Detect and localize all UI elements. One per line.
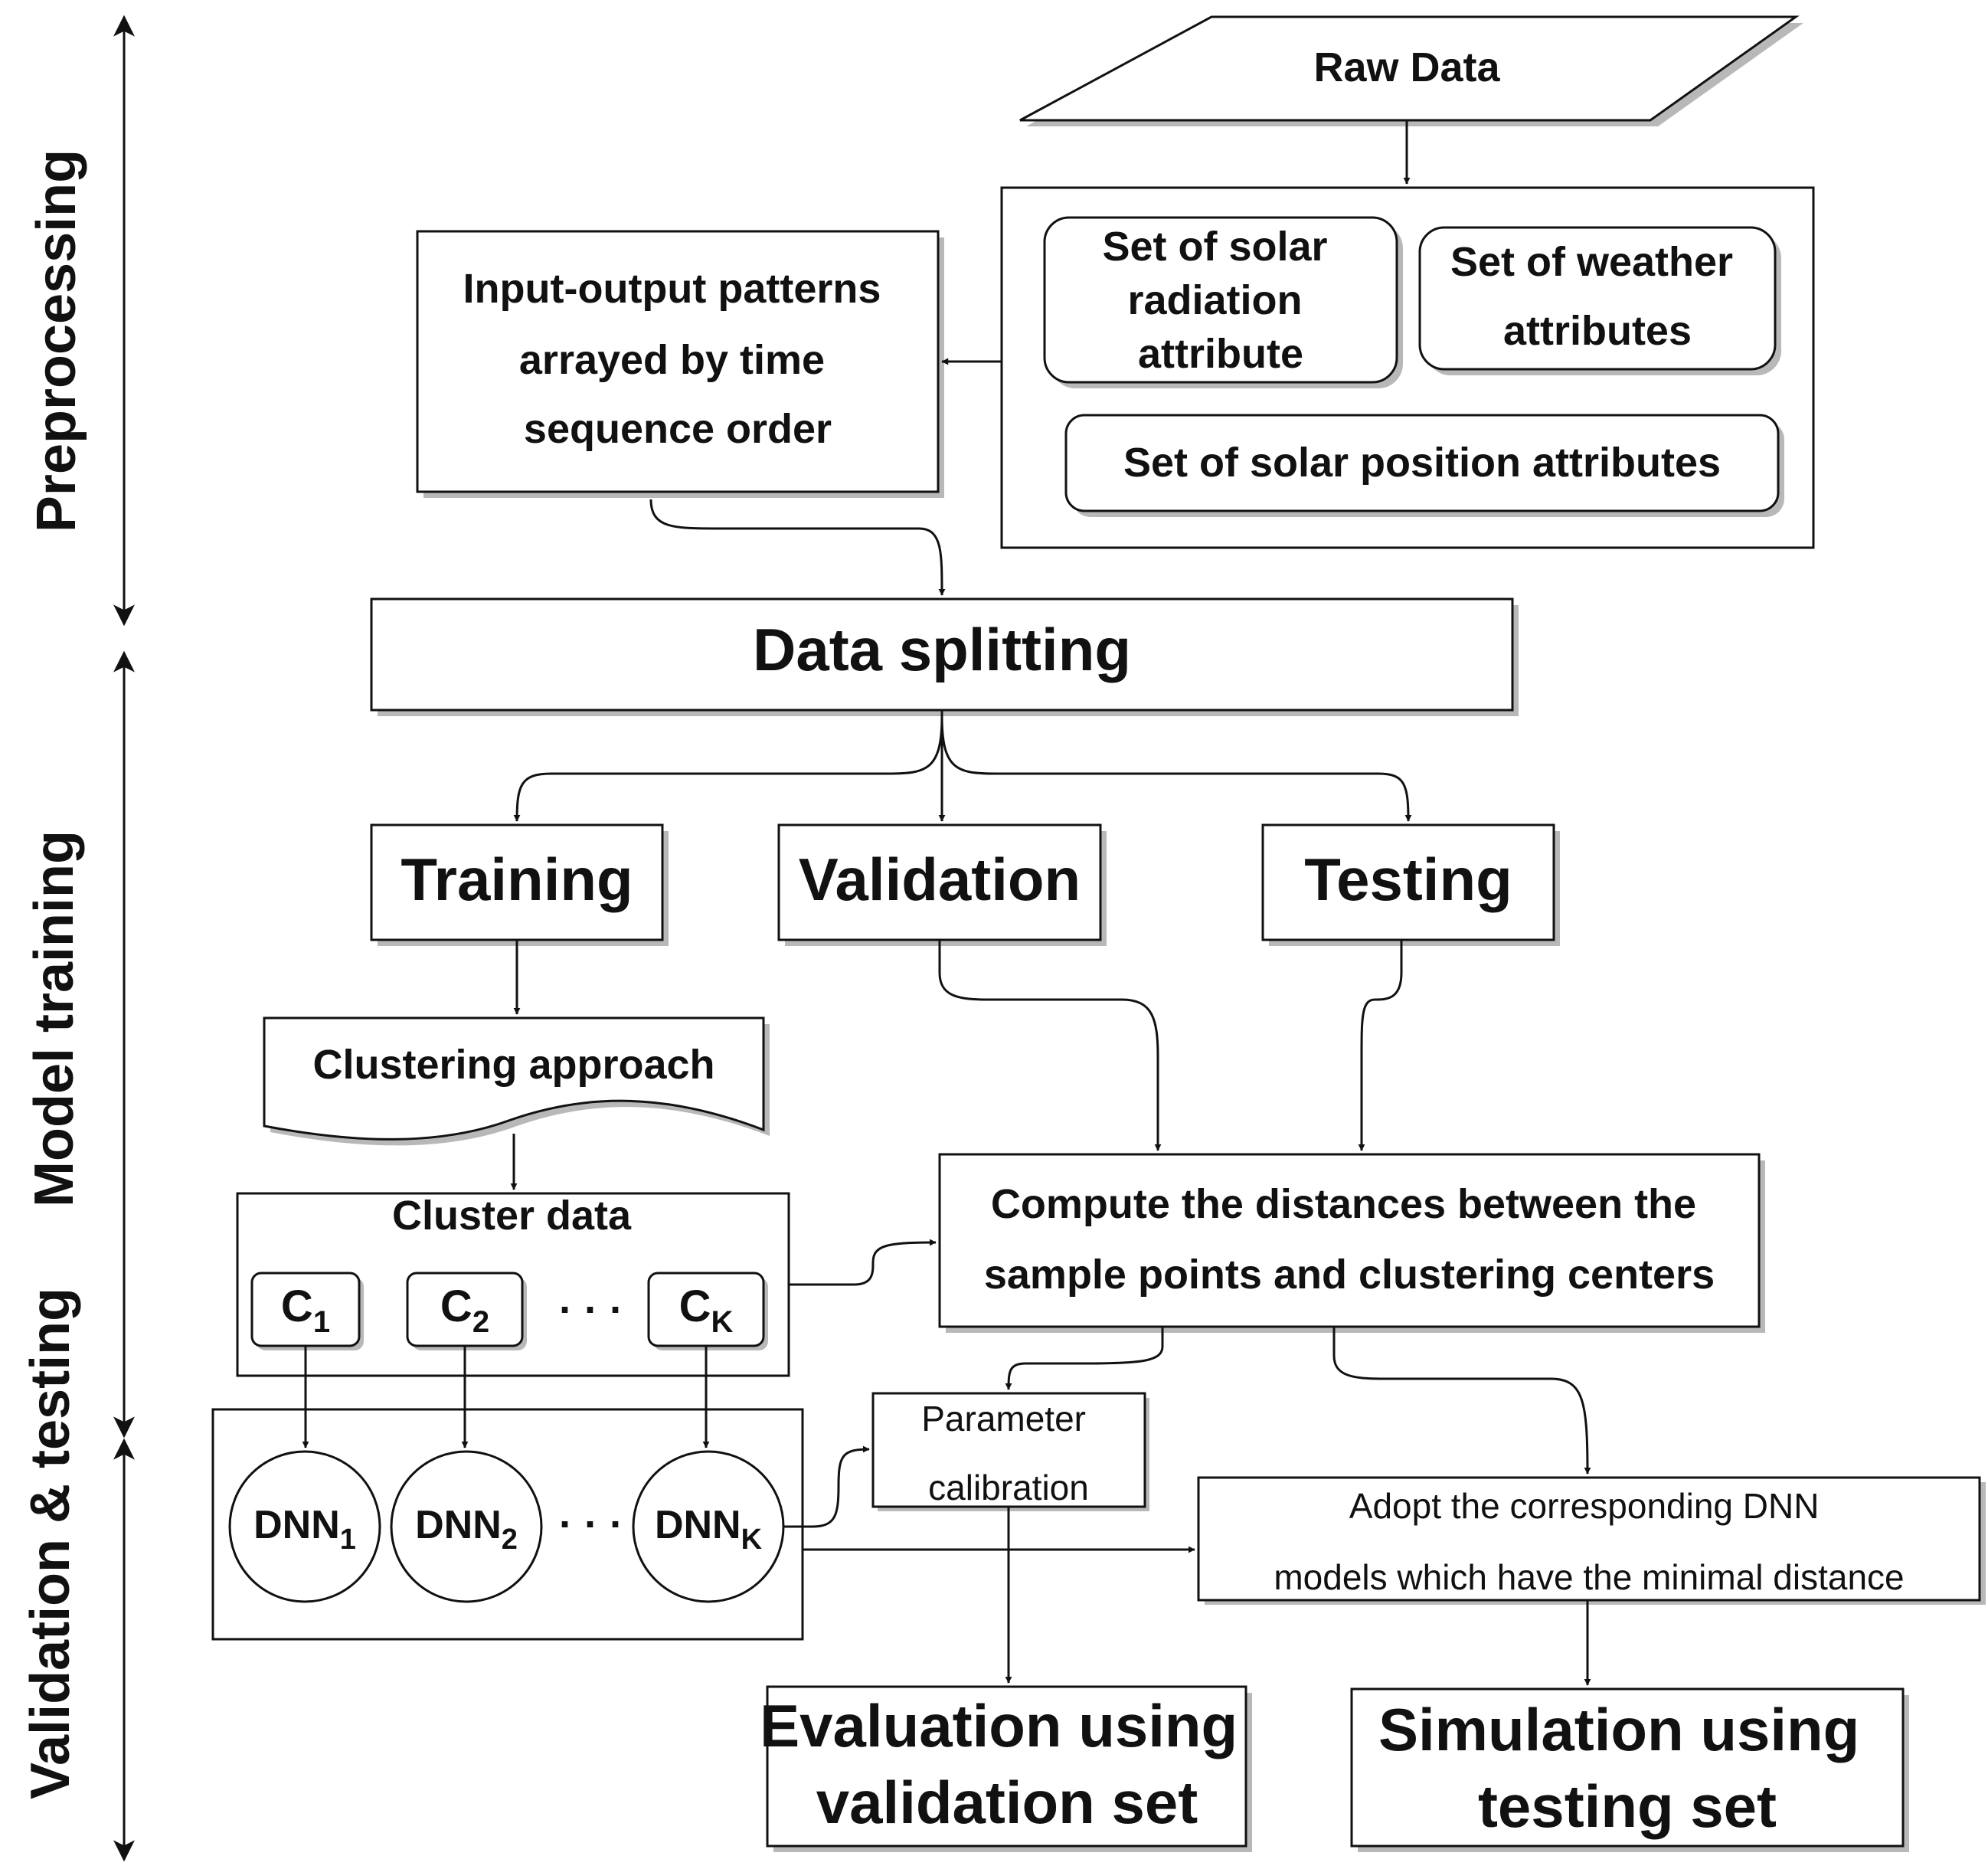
validation-node: Validation — [777, 823, 1107, 946]
data-splitting-label: Data splitting — [753, 616, 1131, 683]
cluster-data-node: Cluster data C1 C2 · · · CK — [236, 1192, 790, 1377]
dnn-container: DNN1 DNN2 · · · DNNK — [211, 1408, 804, 1641]
compute-line-2: sample points and clustering centers — [984, 1252, 1715, 1298]
svg-text:DNN2: DNN2 — [415, 1503, 518, 1556]
edge-input-output-to-splitting — [649, 499, 946, 596]
edge-compute-to-adopt — [1332, 1327, 1591, 1475]
connectors — [302, 120, 1591, 1686]
data-splitting-node: Data splitting — [370, 597, 1519, 716]
solar-radiation-line-3: attribute — [1138, 331, 1303, 377]
training-label: Training — [401, 846, 633, 913]
dnn-2: DNN2 — [390, 1450, 543, 1603]
training-node: Training — [370, 823, 669, 946]
stage-axis-preprocessing: Preprocessing — [26, 15, 135, 627]
svg-text:Set of solar radiation: Set of solar radiation attribute — [1102, 224, 1339, 377]
evaluation-node: Evaluation using validation set — [760, 1685, 1254, 1852]
cluster-c1: C1 — [250, 1272, 364, 1350]
weather-line-2: attributes — [1503, 308, 1692, 354]
parameter-line-2: calibration — [928, 1468, 1089, 1507]
raw-data-label: Raw Data — [1313, 44, 1500, 90]
edge-compute-to-parameter — [1005, 1327, 1164, 1390]
svg-text:Simulation using testing: Simulation using testing set — [1378, 1696, 1876, 1840]
svg-text:Input-output patterns ar: Input-output patterns arrayed by time se… — [463, 266, 893, 452]
compute-line-1: Compute the distances between the — [991, 1181, 1696, 1227]
svg-text:Evaluation using validat: Evaluation using validation set — [760, 1692, 1254, 1836]
stage-axis-validation-testing: Validation & testing — [20, 1288, 135, 1862]
simulation-node: Simulation using testing set — [1350, 1687, 1909, 1852]
cluster-ellipsis: · · · — [559, 1287, 623, 1333]
edge-validation-to-compute — [938, 940, 1162, 1151]
stage-label-validation-testing: Validation & testing — [20, 1288, 81, 1799]
solar-position-label: Set of solar position attributes — [1123, 440, 1721, 486]
svg-text:Compute the distances between: Compute the distances between the sample… — [984, 1181, 1715, 1298]
evaluation-line-2: validation set — [816, 1769, 1198, 1836]
input-output-line-2: arrayed by time — [519, 337, 825, 383]
evaluation-line-1: Evaluation using — [760, 1692, 1238, 1759]
cluster-c2: C2 — [406, 1272, 527, 1350]
svg-text:DNNK: DNNK — [655, 1503, 763, 1556]
parameter-line-1: Parameter — [921, 1399, 1086, 1439]
svg-text:DNN1: DNN1 — [253, 1503, 356, 1556]
simulation-line-2: testing set — [1478, 1772, 1777, 1840]
stage-label-model-training: Model training — [24, 830, 85, 1207]
cluster-ck: CK — [647, 1272, 768, 1350]
raw-data-node: Raw Data — [1019, 15, 1803, 126]
dnn-k: DNNK — [632, 1450, 785, 1603]
svg-text:CK: CK — [679, 1281, 734, 1339]
solar-radiation-node: Set of solar radiation attribute — [1043, 216, 1403, 388]
edge-testing-to-compute — [1358, 940, 1403, 1151]
svg-text:Adopt the corresponding DNN: Adopt the corresponding DNN models which… — [1274, 1486, 1904, 1597]
solar-position-node: Set of solar position attributes — [1064, 414, 1784, 517]
input-output-line-3: sequence order — [524, 406, 832, 452]
input-output-node: Input-output patterns arrayed by time se… — [416, 230, 944, 498]
weather-node: Set of weather attributes — [1418, 226, 1781, 375]
adopt-dnn-node: Adopt the corresponding DNN models which… — [1197, 1476, 1986, 1605]
svg-text:Set of weather attribu: Set of weather attributes — [1450, 239, 1744, 354]
edge-cluster-data-to-compute — [789, 1239, 937, 1286]
edge-splitting-to-training — [513, 715, 943, 822]
stage-label-preprocessing: Preprocessing — [26, 149, 87, 532]
parameter-calibration-node: Parameter calibration — [871, 1392, 1149, 1511]
testing-label: Testing — [1304, 846, 1512, 913]
stage-axis-model-training: Model training — [24, 650, 135, 1439]
validation-label: Validation — [799, 846, 1081, 913]
solar-radiation-line-2: radiation — [1127, 277, 1302, 323]
adopt-line-2: models which have the minimal distance — [1274, 1557, 1904, 1597]
svg-text:Parameter calibration: Parameter calibration — [921, 1399, 1096, 1507]
edge-splitting-to-testing — [940, 715, 1412, 822]
testing-node: Testing — [1261, 823, 1560, 946]
svg-text:C2: C2 — [440, 1281, 489, 1339]
edge-dnn-to-parameter — [783, 1445, 870, 1528]
dnn-1: DNN1 — [228, 1450, 381, 1603]
compute-distances-node: Compute the distances between the sample… — [938, 1153, 1765, 1333]
adopt-line-1: Adopt the corresponding DNN — [1349, 1486, 1820, 1526]
attribute-container: Set of solar radiation attribute Set of … — [1000, 186, 1815, 549]
svg-text:C1: C1 — [281, 1281, 330, 1339]
solar-radiation-line-1: Set of solar — [1102, 224, 1327, 270]
simulation-line-1: Simulation using — [1378, 1696, 1859, 1763]
dnn-ellipsis: · · · — [559, 1501, 623, 1547]
clustering-node: Clustering approach — [263, 1016, 770, 1146]
clustering-label: Clustering approach — [312, 1042, 714, 1088]
input-output-line-1: Input-output patterns — [463, 266, 881, 312]
cluster-data-label: Cluster data — [392, 1193, 632, 1239]
weather-line-1: Set of weather — [1450, 239, 1733, 285]
